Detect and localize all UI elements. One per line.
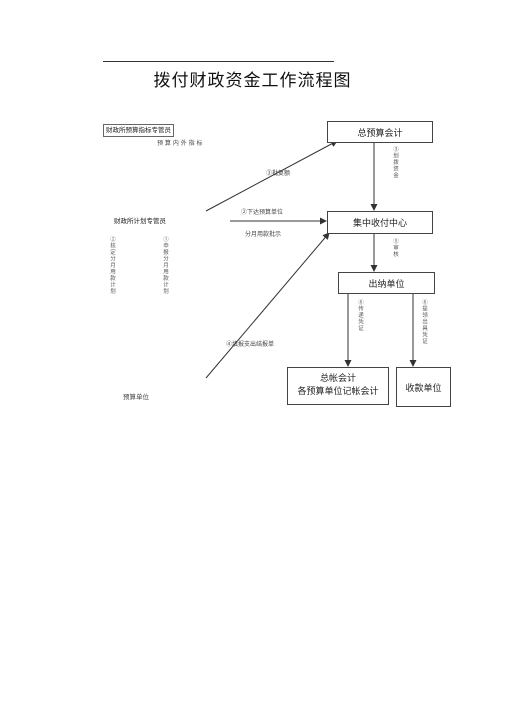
arrow-box3-to-jizhong — [205, 232, 330, 379]
ledger-line1: 总帐会计 — [319, 374, 356, 384]
ledger-line2: 各预算单位记帐会计 — [297, 387, 379, 397]
label-review: ⑤审核 — [392, 238, 398, 258]
box-ledger-accounting: 总帐会计 各预算单位记帐会计 — [287, 367, 389, 405]
label-edge-approval: ③批复额 — [266, 170, 291, 177]
label-pass-voucher: ⑥传递凭证 — [357, 299, 363, 332]
label-submit-monthly-plan: ①申报分月用款计划 — [162, 236, 168, 295]
label-approve-monthly-plan: ②核定分月用款计划 — [109, 236, 115, 295]
label-budget-indicators: 预 算 内 外 指 标 — [157, 140, 203, 147]
box-budget-unit: 预算单位 — [123, 393, 149, 401]
box-general-budget-accounting: 总预算会计 — [327, 121, 433, 143]
label-transfer-funds: ③划拨资金 — [392, 146, 398, 179]
box-central-payment-center: 集中收付中心 — [327, 211, 433, 234]
page-title: 拨付财政资金工作流程图 — [153, 71, 352, 91]
label-edge-instruction: 分月用款批示 — [245, 231, 282, 238]
label-draw-voucher: ⑥提领出具凭证 — [421, 299, 427, 345]
box-plan-manager: 财政所计划专管员 — [114, 217, 166, 225]
box-cashier-unit: 出纳单位 — [338, 272, 435, 294]
box-budget-indicator-manager: 财政所预算指标专管员 — [103, 124, 174, 137]
label-edge-issue: ②下达预算单位 — [241, 209, 284, 216]
box-payee-unit: 收款单位 — [396, 367, 451, 407]
arrow-box1-to-zongyusuan — [205, 140, 338, 212]
label-edge-report: ④填报支出结报单 — [226, 341, 275, 348]
title-rule — [103, 61, 334, 62]
